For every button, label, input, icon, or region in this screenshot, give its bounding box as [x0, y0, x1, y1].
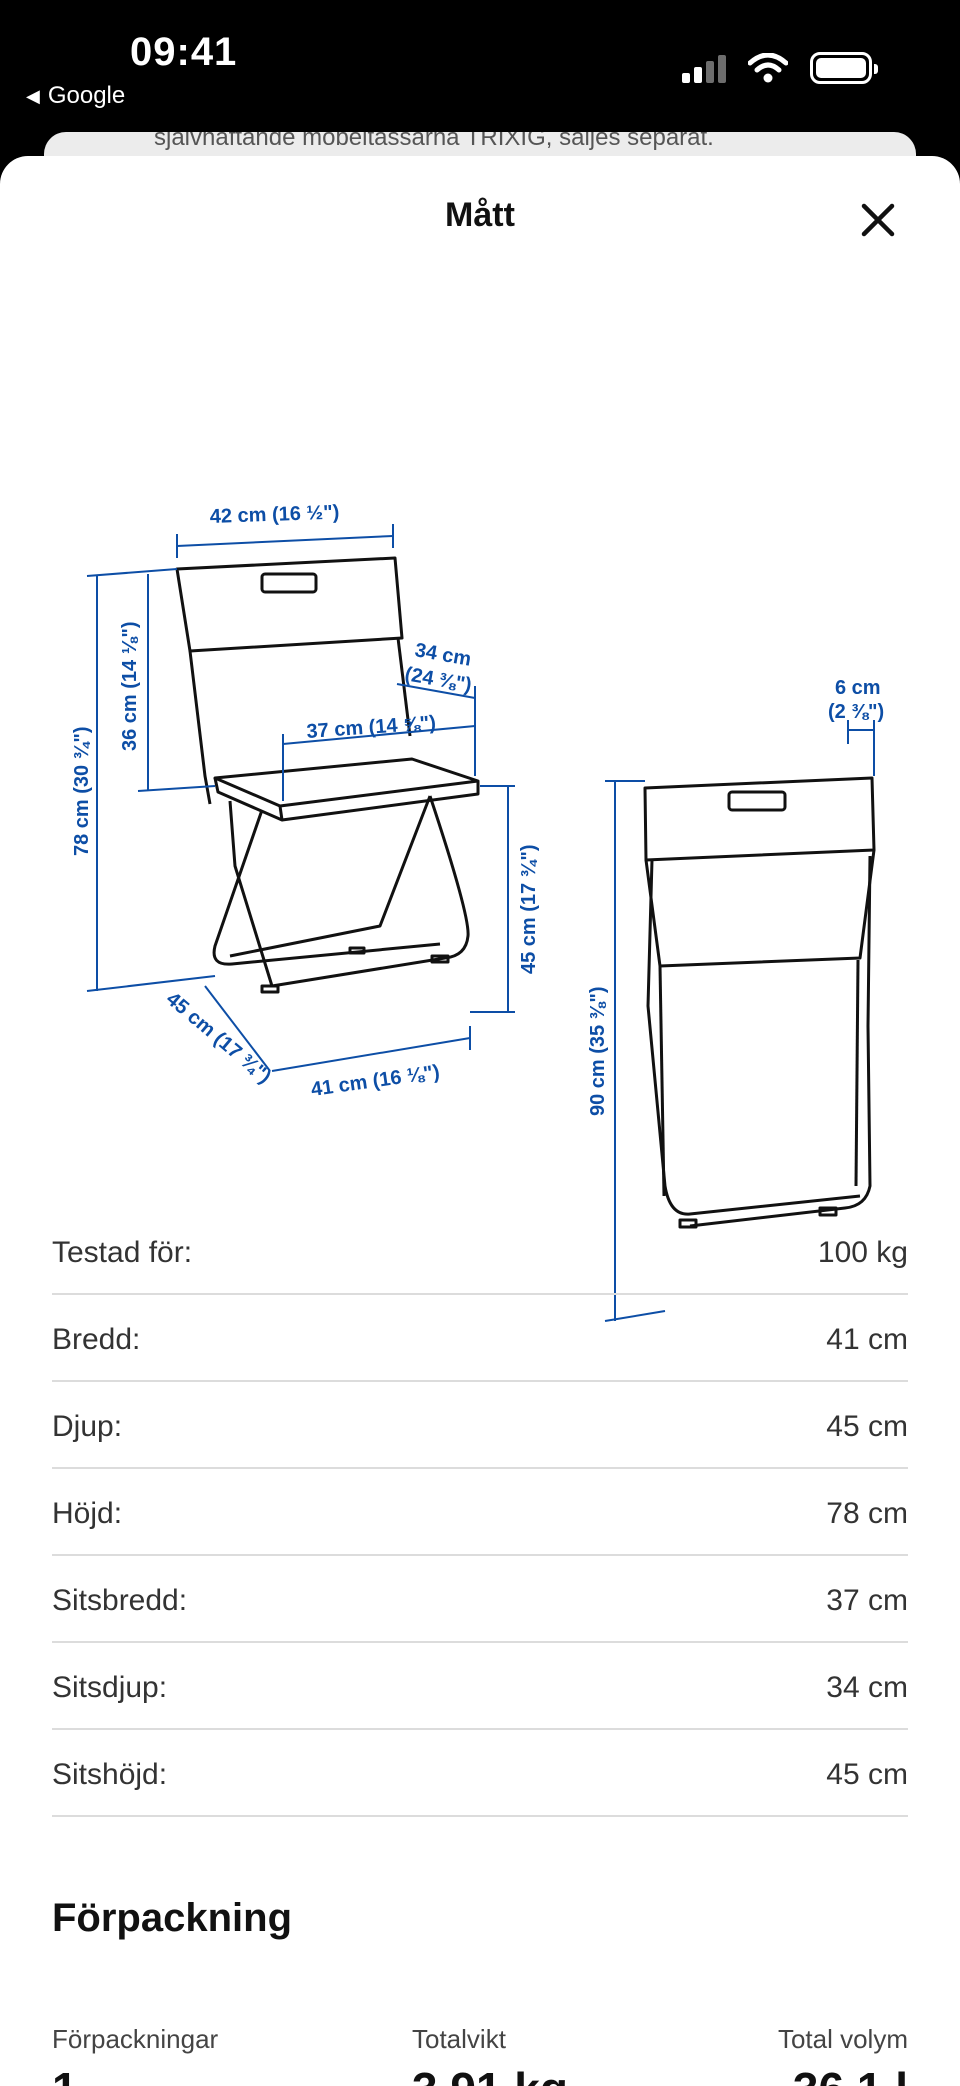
status-time: 09:41 — [130, 30, 238, 74]
dim-folded-thickness-line1: 6 cm — [835, 677, 881, 699]
spec-label: Bredd: — [52, 1322, 141, 1356]
spec-row: Sitshöjd: 45 cm — [52, 1730, 908, 1817]
spec-value: 45 cm — [826, 1757, 908, 1791]
dim-back-width: 42 cm (16 ½") — [209, 501, 339, 528]
dim-width: 41 cm (16 ⅛") — [310, 1061, 441, 1101]
packaging-value-volume: 36,1 l — [793, 2062, 908, 2086]
spec-label: Djup: — [52, 1409, 123, 1443]
packaging-section-title: Förpackning — [52, 1896, 293, 1940]
chair-dimension-diagram: 42 cm (16 ½") 78 cm (30 ¾") 36 cm (14 ⅛"… — [71, 501, 884, 1322]
dimensions-sheet: Mått — [0, 156, 960, 2086]
spec-row: Sitsdjup: 34 cm — [52, 1643, 908, 1730]
background-card-text: självhäftande möbeltassarna TRIXIG, sälj… — [154, 132, 714, 151]
spec-row: Höjd: 78 cm — [52, 1469, 908, 1556]
spec-value: 100 kg — [817, 1235, 908, 1269]
status-icons — [682, 52, 878, 84]
battery-icon — [810, 52, 878, 84]
spec-row: Testad för: 100 kg — [52, 1208, 908, 1295]
status-bar: 09:41 ◀ Google — [0, 0, 960, 140]
spec-value: 34 cm — [826, 1670, 908, 1704]
back-arrow-icon: ◀ — [26, 85, 40, 106]
spec-label: Sitsdjup: — [52, 1670, 168, 1704]
packaging-value-packages: 1 — [52, 2062, 78, 2086]
spec-row: Djup: 45 cm — [52, 1382, 908, 1469]
dim-back-height: 36 cm (14 ⅛") — [119, 621, 141, 751]
signal-icon — [682, 53, 726, 83]
dim-folded-height: 90 cm (35 ⅜") — [587, 986, 609, 1116]
spec-value: 45 cm — [826, 1409, 908, 1443]
dim-total-height: 78 cm (30 ¾") — [71, 726, 93, 856]
spec-label: Sitsbredd: — [52, 1583, 188, 1617]
spec-row: Bredd: 41 cm — [52, 1295, 908, 1382]
dim-seat-width: 37 cm (14 ⅝") — [306, 712, 437, 743]
dim-seat-height: 45 cm (17 ¾") — [518, 844, 540, 974]
close-icon[interactable] — [856, 198, 900, 242]
packaging-value-weight: 3,91 kg — [412, 2062, 568, 2086]
spec-row: Sitsbredd: 37 cm — [52, 1556, 908, 1643]
spec-value: 37 cm — [826, 1583, 908, 1617]
spec-value: 41 cm — [826, 1322, 908, 1356]
spec-table: Testad för: 100 kg Bredd: 41 cm Djup: 45… — [52, 1208, 908, 1817]
back-app-label: Google — [47, 82, 126, 109]
dim-folded-thickness-line2: (2 ⅜") — [828, 701, 884, 723]
sheet-title: Mått — [445, 196, 515, 234]
chair-folded-drawing — [643, 776, 876, 1229]
spec-label: Höjd: — [52, 1496, 123, 1530]
packaging-header-packages: Förpackningar — [52, 2024, 219, 2054]
back-to-app-link[interactable]: ◀ Google — [26, 82, 125, 110]
dimension-lines — [86, 524, 875, 1322]
spec-label: Testad för: — [52, 1235, 193, 1269]
packaging-header-weight: Totalvikt — [412, 2024, 506, 2054]
spec-label: Sitshöjd: — [52, 1757, 168, 1791]
chair-open-drawing — [175, 556, 480, 994]
packaging-header-volume: Total volym — [777, 2024, 908, 2054]
wifi-icon — [748, 53, 788, 83]
spec-value: 78 cm — [826, 1496, 908, 1530]
